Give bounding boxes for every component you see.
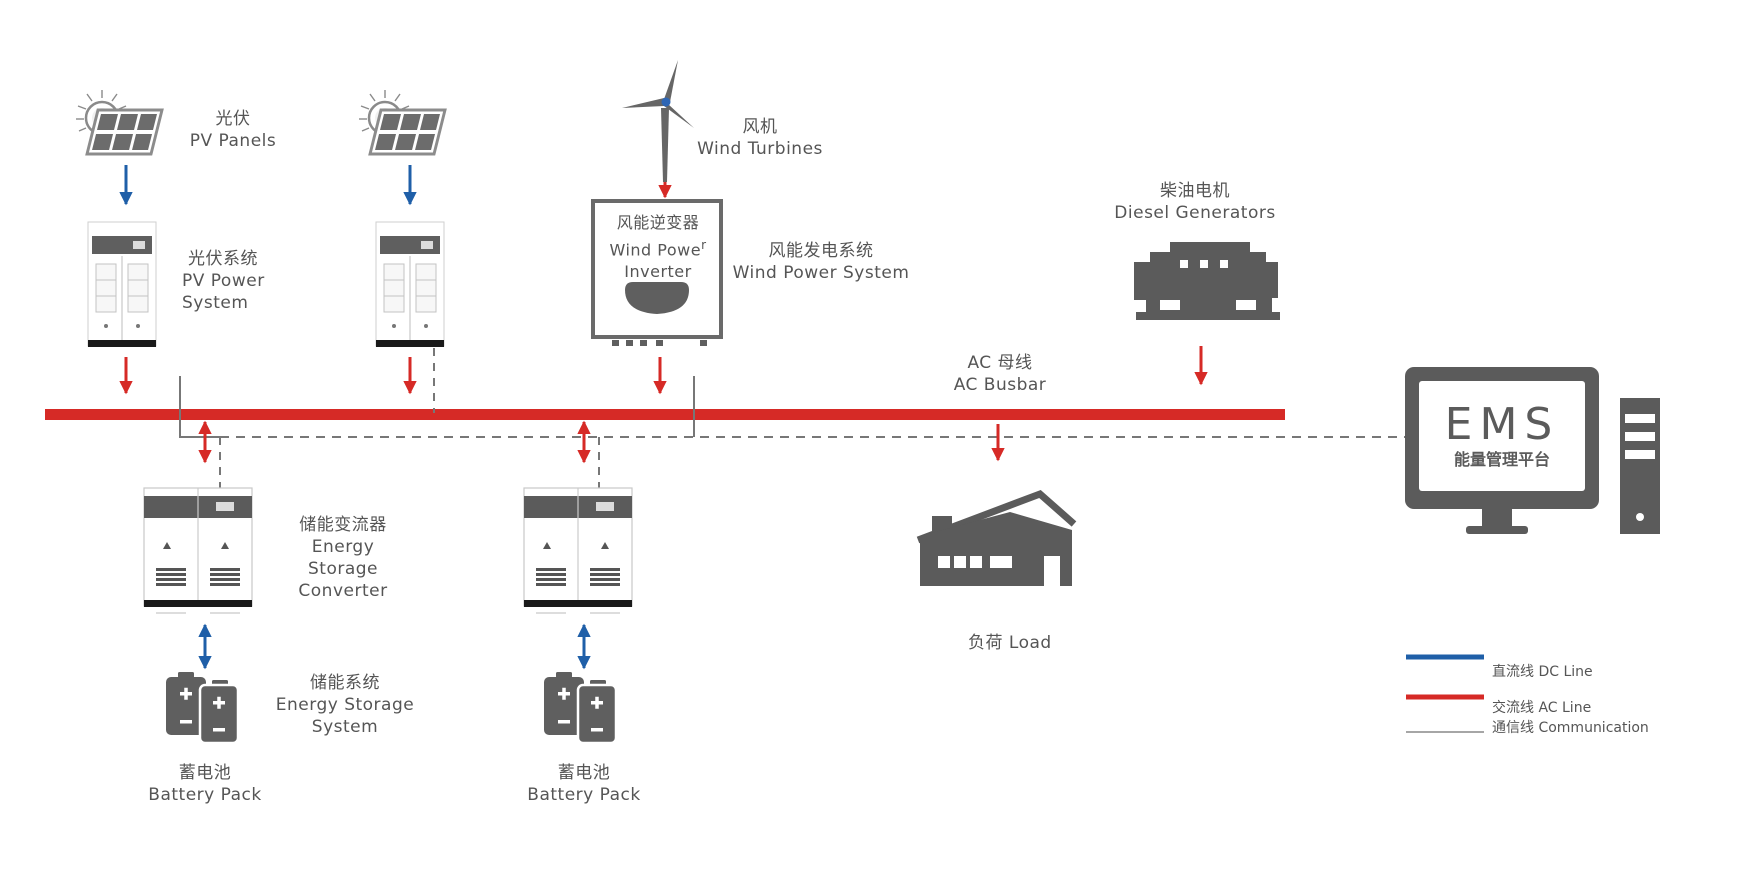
pv-panels-label: 光伏 PV Panels — [189, 109, 277, 151]
wind-turbines-label: 风机 Wind Turbines — [697, 117, 823, 159]
battery-icon — [164, 670, 240, 745]
legend-dc-label: 直流线 DC Line — [1492, 664, 1593, 680]
battery-pack-label-1: 蓄电池 Battery Pack — [148, 763, 262, 805]
ac-busbar-line — [45, 409, 1285, 420]
battery-icon — [542, 670, 618, 745]
load-label: 负荷 Load — [968, 633, 1052, 653]
wind-system-label: 风能发电系统 Wind Power System — [732, 241, 910, 283]
energy-storage-system-label: 储能系统 Energy Storage System — [275, 673, 415, 737]
diesel-generator-icon — [1134, 242, 1280, 320]
wind-inverter-label: 风能逆变器 Wind Power Inverter — [609, 213, 707, 282]
legend-comm-label: 通信线 Communication — [1492, 720, 1649, 736]
sun-solar-panel-icon — [74, 88, 164, 156]
inverter-icon — [591, 199, 723, 346]
dc-arrows — [119, 165, 591, 670]
battery-pack-label-2: 蓄电池 Battery Pack — [527, 763, 641, 805]
legend-ac-label: 交流线 AC Line — [1492, 700, 1592, 716]
energy-storage-converter-label: 储能变流器 Energy Storage Converter — [298, 515, 388, 601]
ems-title: EMS — [1445, 399, 1560, 450]
wind-turbine-icon — [622, 60, 694, 182]
sun-solar-panel-icon — [357, 88, 447, 156]
power-cabinet-icon — [523, 487, 633, 614]
house-icon — [916, 489, 1077, 586]
ems-subtitle: 能量管理平台 — [1454, 450, 1550, 469]
ac-arrows — [119, 162, 1208, 464]
computer-workstation-icon — [1405, 367, 1660, 534]
power-cabinet-icon — [87, 221, 157, 348]
power-cabinet-icon — [143, 487, 253, 614]
ac-busbar-label: AC 母线 AC Busbar — [953, 353, 1047, 395]
pv-system-label: 光伏系统 PV Power System — [182, 249, 265, 313]
power-cabinet-icon — [375, 221, 445, 348]
diesel-generators-label: 柴油电机 Diesel Generators — [1114, 181, 1276, 223]
